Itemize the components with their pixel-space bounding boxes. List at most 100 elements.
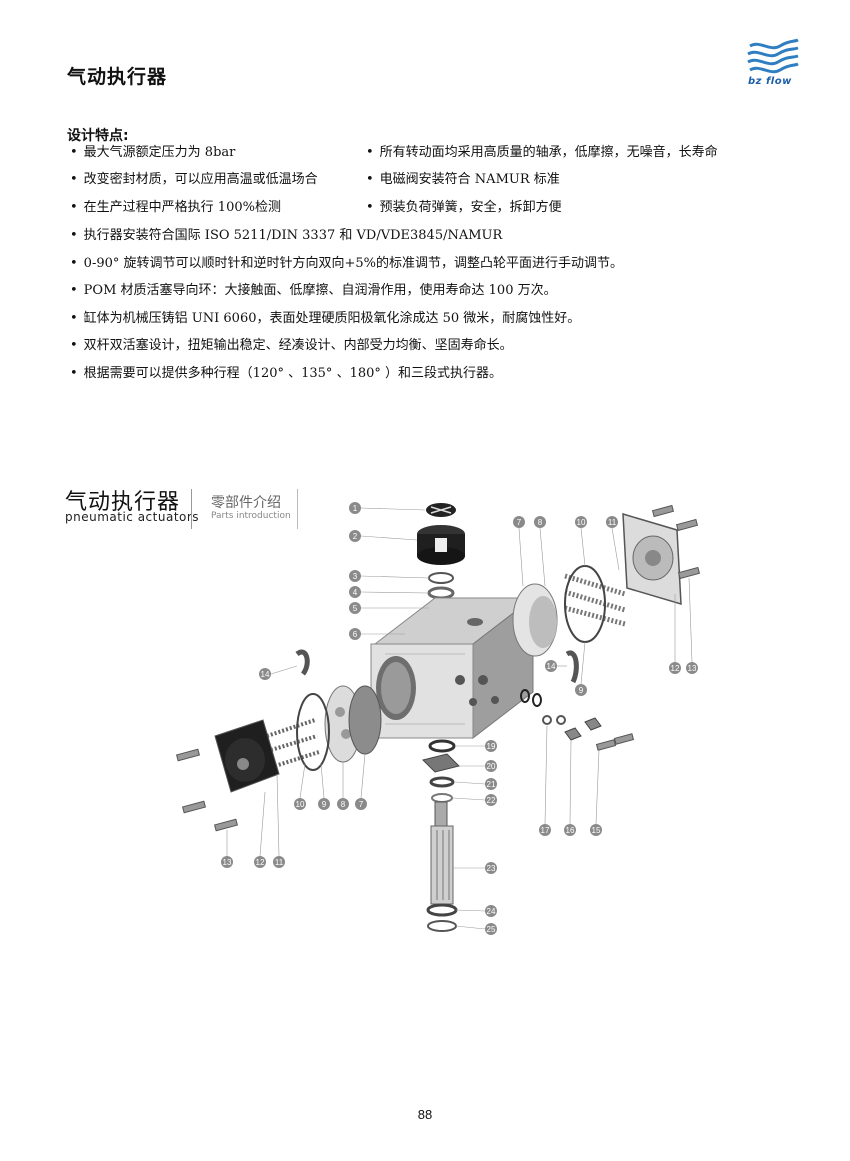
svg-text:4: 4 <box>353 588 358 597</box>
svg-text:8: 8 <box>341 800 346 809</box>
page-number: 88 <box>417 1107 433 1122</box>
callout-8-left: 8 <box>337 762 349 810</box>
svg-text:17: 17 <box>541 826 550 835</box>
feature-item: •执行器安装符合国际 ISO 5211/DIN 3337 和 VD/VDE384… <box>70 228 503 243</box>
exploded-diagram: 1 2 3 4 5 6 7 8 10 11 12 13 14 14 9 10 9… <box>175 502 701 935</box>
svg-text:14: 14 <box>261 670 270 679</box>
svg-text:24: 24 <box>487 907 496 916</box>
feature-item: •根据需要可以提供多种行程（120° 、135° 、180° ）和三段式执行器。 <box>70 366 503 381</box>
page-title: 气动执行器 <box>67 66 168 88</box>
figure-subtitle: 零部件介绍 <box>211 495 281 511</box>
svg-text:9: 9 <box>322 800 327 809</box>
callout-16: 16 <box>564 739 576 836</box>
o-ring <box>296 693 330 771</box>
callout-5: 5 <box>349 602 429 614</box>
callout-21: 21 <box>454 778 497 790</box>
figure-title: 气动执行器 <box>65 490 181 515</box>
logo-text: bz flow <box>748 76 792 87</box>
svg-text:25: 25 <box>487 925 496 934</box>
svg-text:21: 21 <box>487 780 496 789</box>
callout-13-left: 13 <box>221 830 233 868</box>
callout-13: 13 <box>686 577 698 674</box>
bzflow-logo <box>747 38 799 74</box>
figure-subtitle-en: Parts introduction <box>211 511 291 521</box>
feature-item: •电磁阀安装符合 NAMUR 标准 <box>366 172 560 187</box>
callout-7-left: 7 <box>355 753 367 810</box>
right-springs <box>564 573 626 627</box>
feature-item: •在生产过程中严格执行 100%检测 <box>70 200 281 215</box>
callout-10: 10 <box>575 516 587 567</box>
callout-25: 25 <box>455 923 497 935</box>
svg-text:11: 11 <box>608 518 617 527</box>
callout-14-right: 14 <box>545 660 567 672</box>
feature-item: •最大气源额定压力为 8bar <box>70 145 236 160</box>
callout-2: 2 <box>349 530 418 542</box>
callout-9-right: 9 <box>575 641 587 696</box>
right-end-cap <box>622 512 682 606</box>
callout-9-left: 9 <box>318 763 330 810</box>
callout-23: 23 <box>453 862 497 874</box>
guide-ring <box>565 650 579 684</box>
left-piston <box>324 685 382 763</box>
svg-text:6: 6 <box>353 630 358 639</box>
guide-ring <box>295 649 310 676</box>
callout-20: 20 <box>459 760 497 772</box>
callout-24: 24 <box>455 905 497 917</box>
features-heading: 设计特点: <box>67 128 129 144</box>
feature-item: •预装负荷弹簧，安全，拆卸方便 <box>366 200 562 215</box>
exploded-view-figure: 气动执行器 pneumatic actuators 零部件介绍 Parts in… <box>65 474 748 941</box>
svg-text:10: 10 <box>296 800 305 809</box>
right-piston <box>512 583 558 657</box>
feature-item: •缸体为机械压铸铝 UNI 6060，表面处理硬质阳极氧化涂成达 50 微米，耐… <box>70 311 581 326</box>
feature-item: •POM 材质活塞导向环：大接触面、低摩擦、自润滑作用，使用寿命达 100 万次… <box>70 283 557 298</box>
callout-4: 4 <box>349 586 430 598</box>
svg-text:12: 12 <box>256 858 265 867</box>
svg-text:3: 3 <box>353 572 358 581</box>
callout-8: 8 <box>534 516 546 587</box>
callout-14-left: 14 <box>259 665 298 680</box>
divider <box>297 489 298 529</box>
pinion-shaft <box>422 739 460 932</box>
svg-text:9: 9 <box>579 686 584 695</box>
bolts-right <box>651 504 701 580</box>
callout-11-left: 11 <box>273 773 285 868</box>
svg-text:15: 15 <box>592 826 601 835</box>
svg-text:12: 12 <box>671 664 680 673</box>
svg-text:19: 19 <box>487 742 496 751</box>
svg-text:13: 13 <box>223 858 232 867</box>
callout-7: 7 <box>513 516 525 587</box>
svg-text:13: 13 <box>688 664 697 673</box>
svg-text:5: 5 <box>353 604 358 613</box>
callout-12: 12 <box>669 594 681 674</box>
svg-text:11: 11 <box>275 858 284 867</box>
feature-item: •改变密封材质，可以应用高温或低温场合 <box>70 172 318 187</box>
svg-text:7: 7 <box>359 800 364 809</box>
callout-15: 15 <box>590 749 602 836</box>
position-indicator <box>417 525 465 565</box>
svg-text:10: 10 <box>577 518 586 527</box>
svg-text:23: 23 <box>487 864 496 873</box>
svg-text:22: 22 <box>487 796 496 805</box>
callout-22: 22 <box>452 794 497 806</box>
callout-12-left: 12 <box>254 791 266 868</box>
svg-text:1: 1 <box>353 504 358 513</box>
svg-text:7: 7 <box>517 518 522 527</box>
bolts-left <box>175 748 239 832</box>
svg-text:20: 20 <box>487 762 496 771</box>
callout-1: 1 <box>349 502 426 514</box>
svg-text:16: 16 <box>566 826 575 835</box>
callout-17: 17 <box>539 725 551 836</box>
actuator-body <box>370 596 535 740</box>
divider <box>191 489 192 529</box>
left-springs <box>266 718 320 768</box>
feature-item: •双杆双活塞设计，扭矩输出稳定、经凑设计、内部受力均衡、坚固寿命长。 <box>70 338 513 353</box>
feature-item: •所有转动面均采用高质量的轴承，低摩擦，无噪音，长寿命 <box>366 145 718 160</box>
svg-text:2: 2 <box>353 532 358 541</box>
callout-19: 19 <box>455 740 497 752</box>
callout-11: 11 <box>606 516 620 571</box>
callout-3: 3 <box>349 570 430 582</box>
indicator-cap <box>426 503 456 517</box>
feature-item: •0-90° 旋转调节可以顺时针和逆时针方向双向+5%的标准调节，调整凸轮平面进… <box>70 256 624 271</box>
svg-text:14: 14 <box>547 662 556 671</box>
callout-10-left: 10 <box>294 763 306 810</box>
